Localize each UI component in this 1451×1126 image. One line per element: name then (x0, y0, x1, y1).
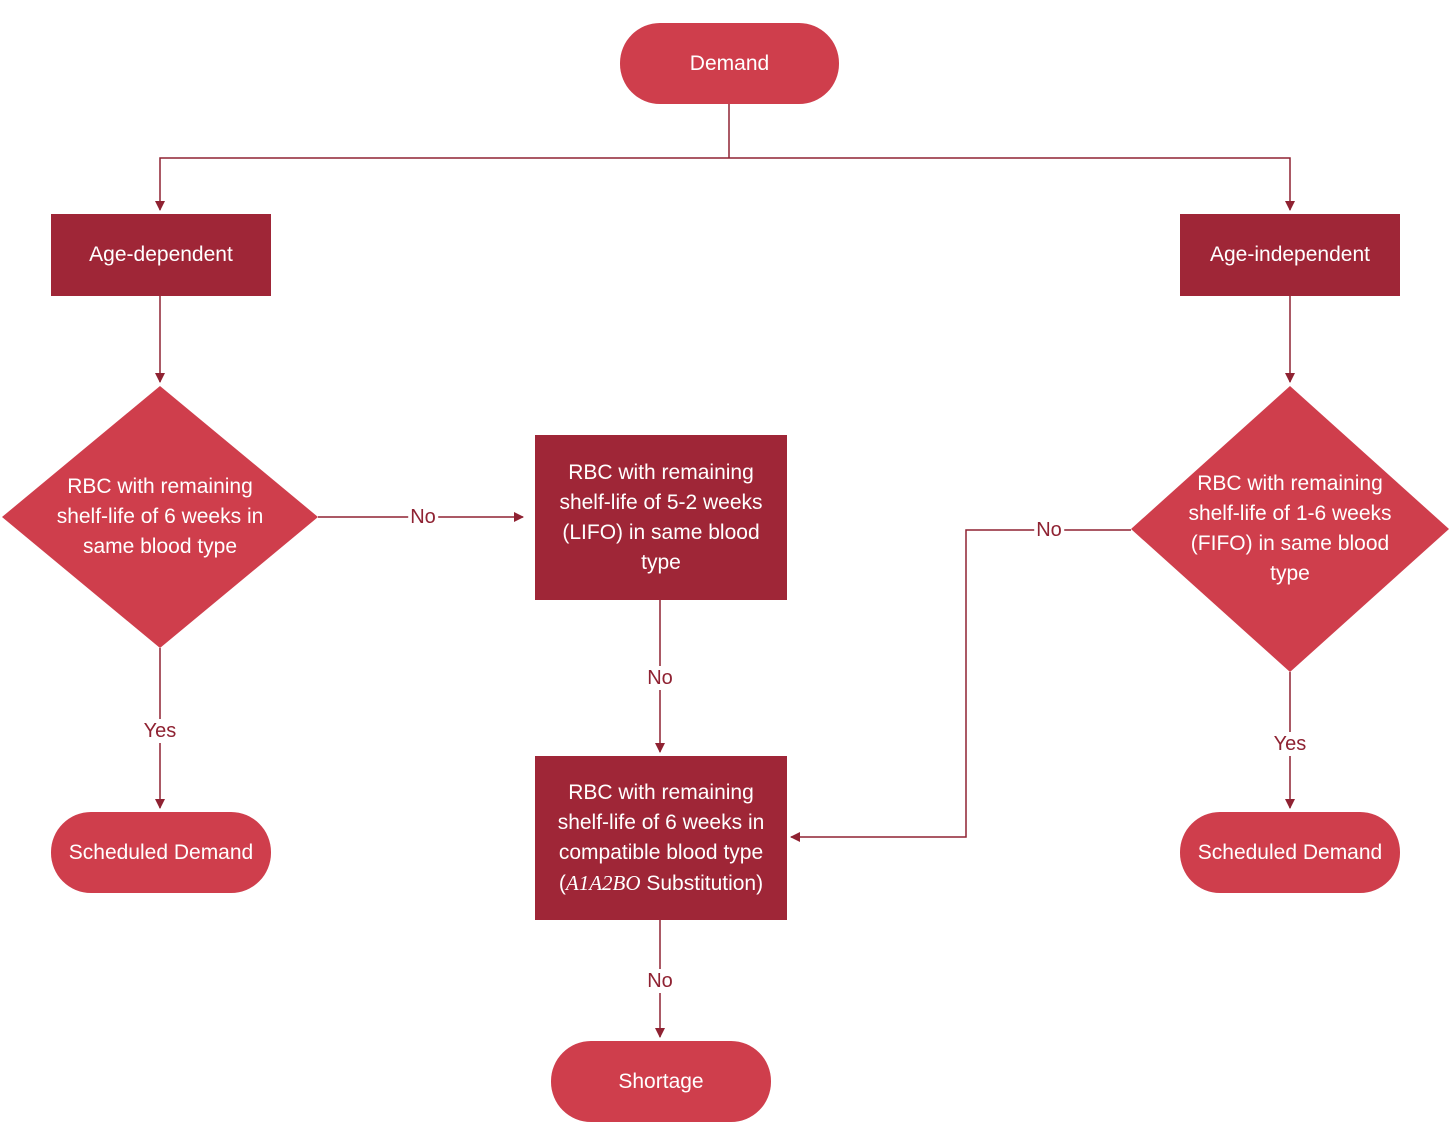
edge-label-middle-no: No (645, 666, 675, 690)
age-dependent-label: Age-dependent (89, 243, 233, 266)
shortage-label: Shortage (618, 1069, 704, 1093)
edge-label-right-yes: Yes (1271, 732, 1309, 756)
scheduled-demand-right-label: Scheduled Demand (1197, 840, 1383, 864)
edge-label-right-no: No (1034, 518, 1064, 542)
connector-split-age-independent (729, 157, 1295, 211)
left-decision-shape (2, 386, 318, 648)
substitution-line-4: (A1A2BO Substitution) (559, 868, 763, 899)
age-dependent-node: Age-dependent (51, 214, 271, 296)
substitution-open: ( (558, 871, 566, 895)
left-decision-label: RBC with remaining shelf-life of 6 weeks… (56, 475, 264, 558)
age-independent-label: Age-independent (1210, 243, 1370, 266)
substitution-line-3: compatible blood type (558, 840, 764, 864)
edge-label-left-yes: Yes (141, 719, 179, 743)
substitution-tail: Substitution) (640, 871, 764, 895)
scheduled-demand-right-node: Scheduled Demand (1180, 812, 1400, 893)
lifo-label: RBC with remaining shelf-life of 5-2 wee… (559, 460, 763, 574)
connector-right-no (790, 529, 1131, 842)
substitution-line-2: shelf-life of 6 weeks in (557, 810, 765, 834)
lifo-node: RBC with remaining shelf-life of 5-2 wee… (535, 435, 787, 600)
edge-label-left-no: No (408, 505, 438, 529)
right-decision-node: RBC with remaining shelf-life of 1-6 wee… (1131, 386, 1449, 672)
substitution-node: RBC with remaining shelf-life of 6 weeks… (535, 756, 787, 920)
age-independent-node: Age-independent (1180, 214, 1400, 296)
left-decision-node: RBC with remaining shelf-life of 6 weeks… (2, 386, 318, 648)
scheduled-demand-left-label: Scheduled Demand (68, 840, 254, 864)
right-decision-label: RBC with remaining shelf-life of 1-6 wee… (1188, 472, 1392, 585)
right-decision-shape (1131, 386, 1449, 672)
connector-split-age-dependent (155, 157, 729, 211)
demand-node: Demand (620, 23, 839, 104)
substitution-line-1: RBC with remaining (568, 780, 754, 804)
scheduled-demand-left-node: Scheduled Demand (51, 812, 271, 893)
edge-label-shortage-no: No (645, 969, 675, 993)
substitution-math: A1A2BO (565, 870, 641, 895)
demand-label: Demand (689, 51, 770, 75)
shortage-node: Shortage (551, 1041, 771, 1122)
